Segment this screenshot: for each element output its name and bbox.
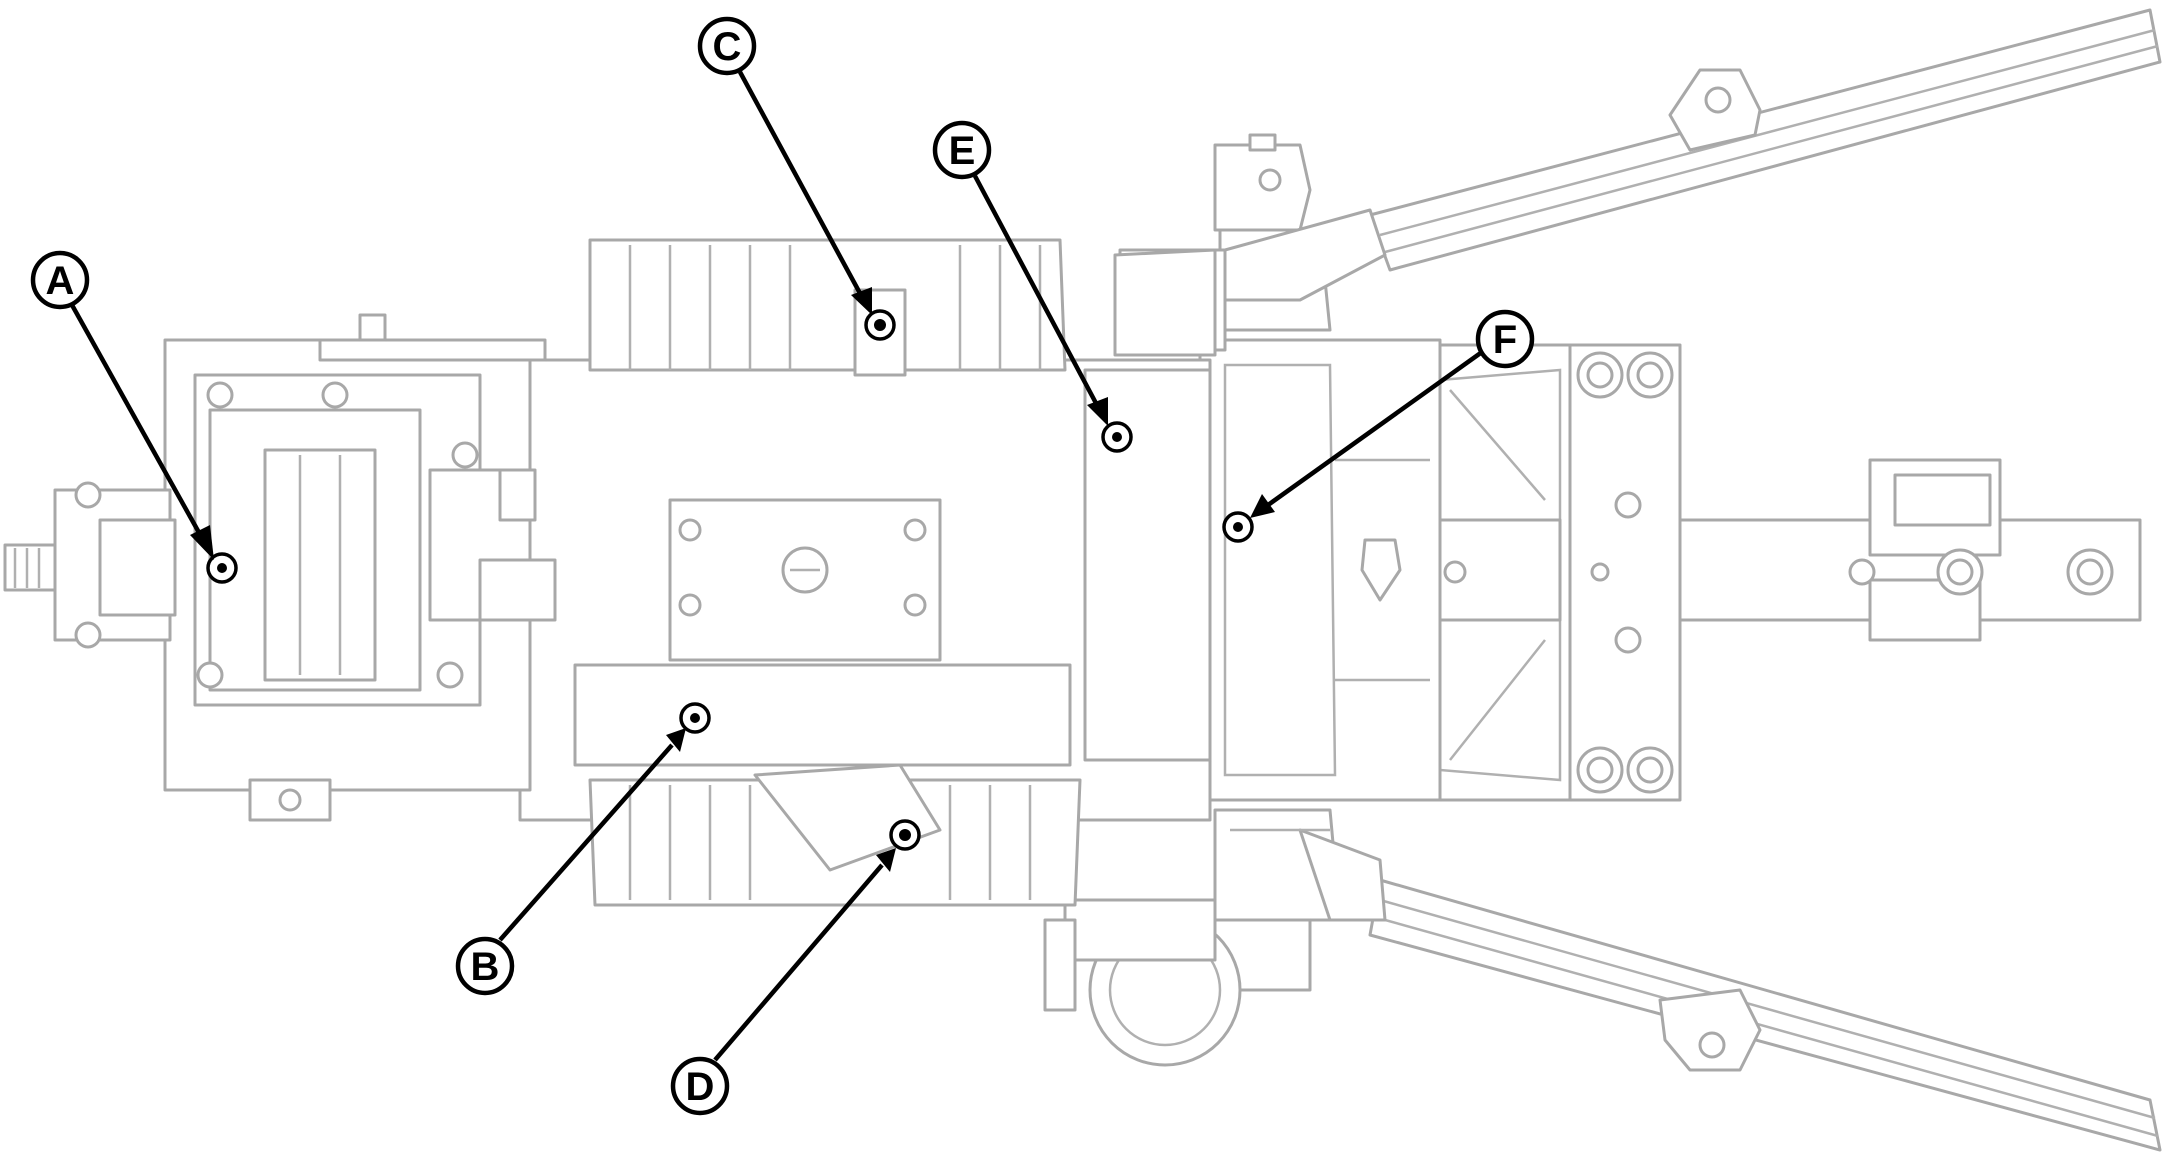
callout-c: C bbox=[697, 16, 872, 315]
callout-d-leader bbox=[713, 863, 884, 1062]
callout-d-label: D bbox=[686, 1065, 715, 1109]
target-points bbox=[206, 309, 1254, 851]
upper-radius-arm bbox=[1368, 8, 2162, 272]
input-shaft bbox=[3, 481, 177, 649]
callout-e-circle bbox=[932, 120, 992, 180]
callout-f-label: F bbox=[1493, 318, 1517, 362]
target-point-f bbox=[1222, 511, 1254, 543]
target-point-b bbox=[679, 702, 711, 734]
target-point-c bbox=[864, 309, 896, 341]
callout-c-arrow bbox=[851, 287, 872, 315]
drawbar bbox=[1678, 458, 2142, 642]
callout-e-leader bbox=[973, 174, 1100, 409]
callout-a: A bbox=[30, 250, 214, 560]
clutch-housing bbox=[163, 313, 557, 822]
callout-d: D bbox=[670, 848, 896, 1116]
target-point-d bbox=[889, 819, 921, 851]
callout-b-leader bbox=[498, 743, 674, 942]
callout-b-label: B bbox=[471, 945, 500, 989]
target-point-a bbox=[206, 552, 238, 584]
lower-radius-arm bbox=[1368, 878, 2162, 1152]
callout-d-arrow bbox=[876, 848, 896, 872]
drawing-line-art bbox=[3, 8, 2162, 1152]
callout-b: B bbox=[455, 728, 686, 996]
callouts: A B C D E bbox=[30, 16, 1535, 1116]
callout-f: F bbox=[1250, 309, 1535, 518]
hydraulic-filter bbox=[1043, 898, 1242, 1067]
callout-b-circle bbox=[455, 936, 515, 996]
callout-a-circle bbox=[30, 250, 90, 310]
callout-f-leader bbox=[1266, 350, 1484, 507]
callout-d-circle bbox=[670, 1056, 730, 1116]
callout-c-circle bbox=[697, 16, 757, 76]
rear-frame bbox=[1198, 338, 1442, 802]
callout-e-label: E bbox=[949, 129, 976, 173]
callout-c-label: C bbox=[713, 25, 742, 69]
callout-a-label: A bbox=[46, 259, 75, 303]
target-point-e bbox=[1101, 421, 1133, 453]
callout-a-arrow bbox=[190, 525, 214, 560]
callout-c-leader bbox=[738, 70, 864, 299]
rear-housing bbox=[1428, 343, 1572, 802]
transmission-case bbox=[518, 238, 1217, 907]
callout-e: E bbox=[932, 120, 1108, 426]
callout-a-leader bbox=[70, 303, 204, 540]
callout-f-arrow bbox=[1250, 494, 1275, 518]
callout-f-circle bbox=[1475, 309, 1535, 369]
callout-e-arrow bbox=[1087, 397, 1108, 426]
hitch-plate bbox=[1568, 343, 1682, 802]
callout-b-arrow bbox=[666, 728, 686, 752]
